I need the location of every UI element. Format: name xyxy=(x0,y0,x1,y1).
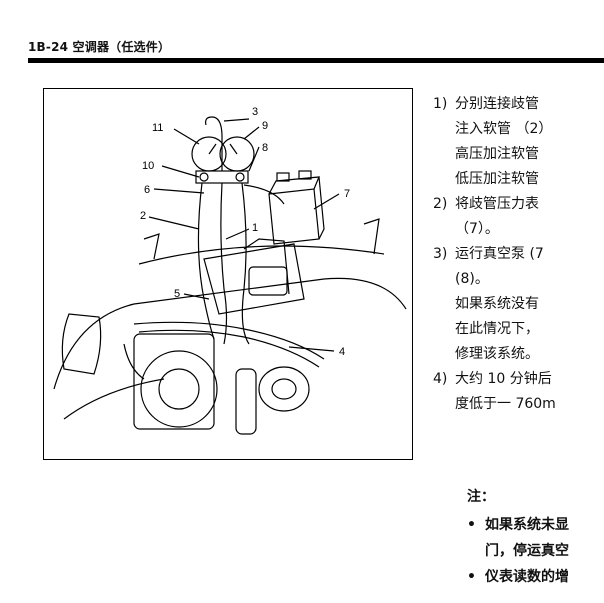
label-5: 5 xyxy=(174,288,180,300)
step-1: 1) 分别连接歧管 注入软管 （2） 高压加注软管 低压加注软管 xyxy=(433,92,604,192)
label-8: 8 xyxy=(262,142,268,154)
step-line: 大约 10 分钟后 xyxy=(455,371,552,387)
label-3: 3 xyxy=(252,106,258,118)
step-2: 2) 将歧管压力表 （7）。 xyxy=(433,192,604,242)
step-line: 注入软管 （2） xyxy=(455,121,553,137)
label-11: 11 xyxy=(152,122,163,134)
step-line: 高压加注软管 xyxy=(455,146,539,162)
note-bullet-1: • 如果系统未显 门，停运真空 xyxy=(467,512,604,564)
note-bullets: • 如果系统未显 门，停运真空 • 仪表读数的增 xyxy=(467,512,604,590)
step-3: 3) 运行真空泵 (7 (8)。 xyxy=(433,242,604,292)
bullet-line: 如果系统未显 xyxy=(485,517,569,533)
step-number: 3) xyxy=(433,246,448,262)
page-header: 1B-24 空调器（任选件） xyxy=(28,40,171,54)
header-rule xyxy=(28,58,604,63)
step-number: 2) xyxy=(433,196,448,212)
note-title: 注： xyxy=(467,489,495,505)
note-bullet-2: • 仪表读数的增 xyxy=(467,564,604,590)
ac-vacuum-diagram: 3 11 9 8 10 6 7 2 1 5 4 xyxy=(53,106,407,435)
step-line: 低压加注软管 xyxy=(455,171,539,187)
diagram-figure: 3 11 9 8 10 6 7 2 1 5 4 xyxy=(43,88,413,460)
step-line: （7）。 xyxy=(455,221,499,237)
step-line: 度低于一 760m xyxy=(455,396,556,412)
label-6: 6 xyxy=(144,184,150,196)
bullet-line: 门，停运真空 xyxy=(485,543,569,559)
label-9: 9 xyxy=(262,120,268,132)
step-number: 1) xyxy=(433,96,448,112)
step-line: 修理该系统。 xyxy=(455,346,539,362)
step-line: 将歧管压力表 xyxy=(455,196,539,212)
label-10: 10 xyxy=(142,160,154,172)
procedure-steps: 1) 分别连接歧管 注入软管 （2） 高压加注软管 低压加注软管 2) 将歧管压… xyxy=(433,92,604,417)
label-1: 1 xyxy=(252,222,258,234)
step-line: 在此情况下， xyxy=(455,321,539,337)
label-2: 2 xyxy=(140,210,146,222)
step-line: 运行真空泵 (7 xyxy=(455,246,544,262)
step-3-note: 如果系统没有 在此情况下， 修理该系统。 xyxy=(433,292,604,367)
step-line: (8)。 xyxy=(455,271,489,287)
bullet-dot: • xyxy=(467,569,476,585)
step-line: 如果系统没有 xyxy=(455,296,539,312)
bullet-dot: • xyxy=(467,517,476,533)
label-4: 4 xyxy=(339,346,345,358)
step-line: 分别连接歧管 xyxy=(455,96,539,112)
bullet-line: 仪表读数的增 xyxy=(485,569,569,585)
label-7: 7 xyxy=(344,188,350,200)
step-4: 4) 大约 10 分钟后 度低于一 760m xyxy=(433,367,604,417)
step-number: 4) xyxy=(433,371,448,387)
